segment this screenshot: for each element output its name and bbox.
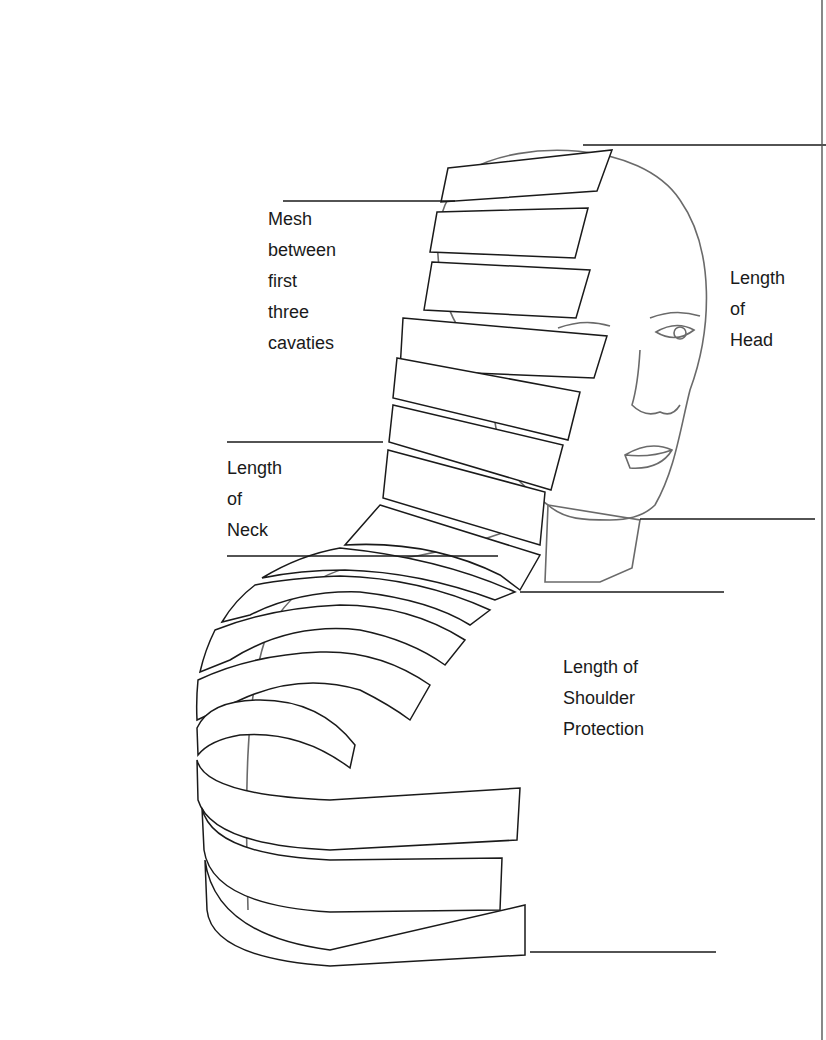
face-iris (674, 327, 686, 339)
leader-line (530, 951, 716, 952)
face-nose (632, 350, 680, 414)
dimension-label: Length of Neck (227, 453, 282, 546)
band (202, 808, 502, 912)
band (441, 150, 612, 202)
jaw-guard (545, 505, 640, 582)
protection-bands (197, 150, 612, 966)
band (424, 262, 590, 318)
page-border (821, 0, 822, 1040)
leader-line (640, 518, 815, 519)
band (197, 700, 355, 768)
leader-lines (227, 0, 826, 1040)
leader-line (520, 591, 724, 592)
leader-line (227, 555, 498, 556)
band (197, 760, 520, 850)
dimension-label: Mesh between first three cavaties (268, 204, 336, 359)
face-brow (558, 312, 700, 328)
leader-line (583, 144, 826, 145)
dimension-label: Length of Head (730, 263, 785, 356)
band (430, 208, 588, 258)
dimension-label: Length of Shoulder Protection (563, 652, 644, 745)
face-lips (625, 446, 672, 468)
leader-line (283, 200, 455, 201)
leader-line (227, 441, 383, 442)
band (205, 860, 525, 966)
